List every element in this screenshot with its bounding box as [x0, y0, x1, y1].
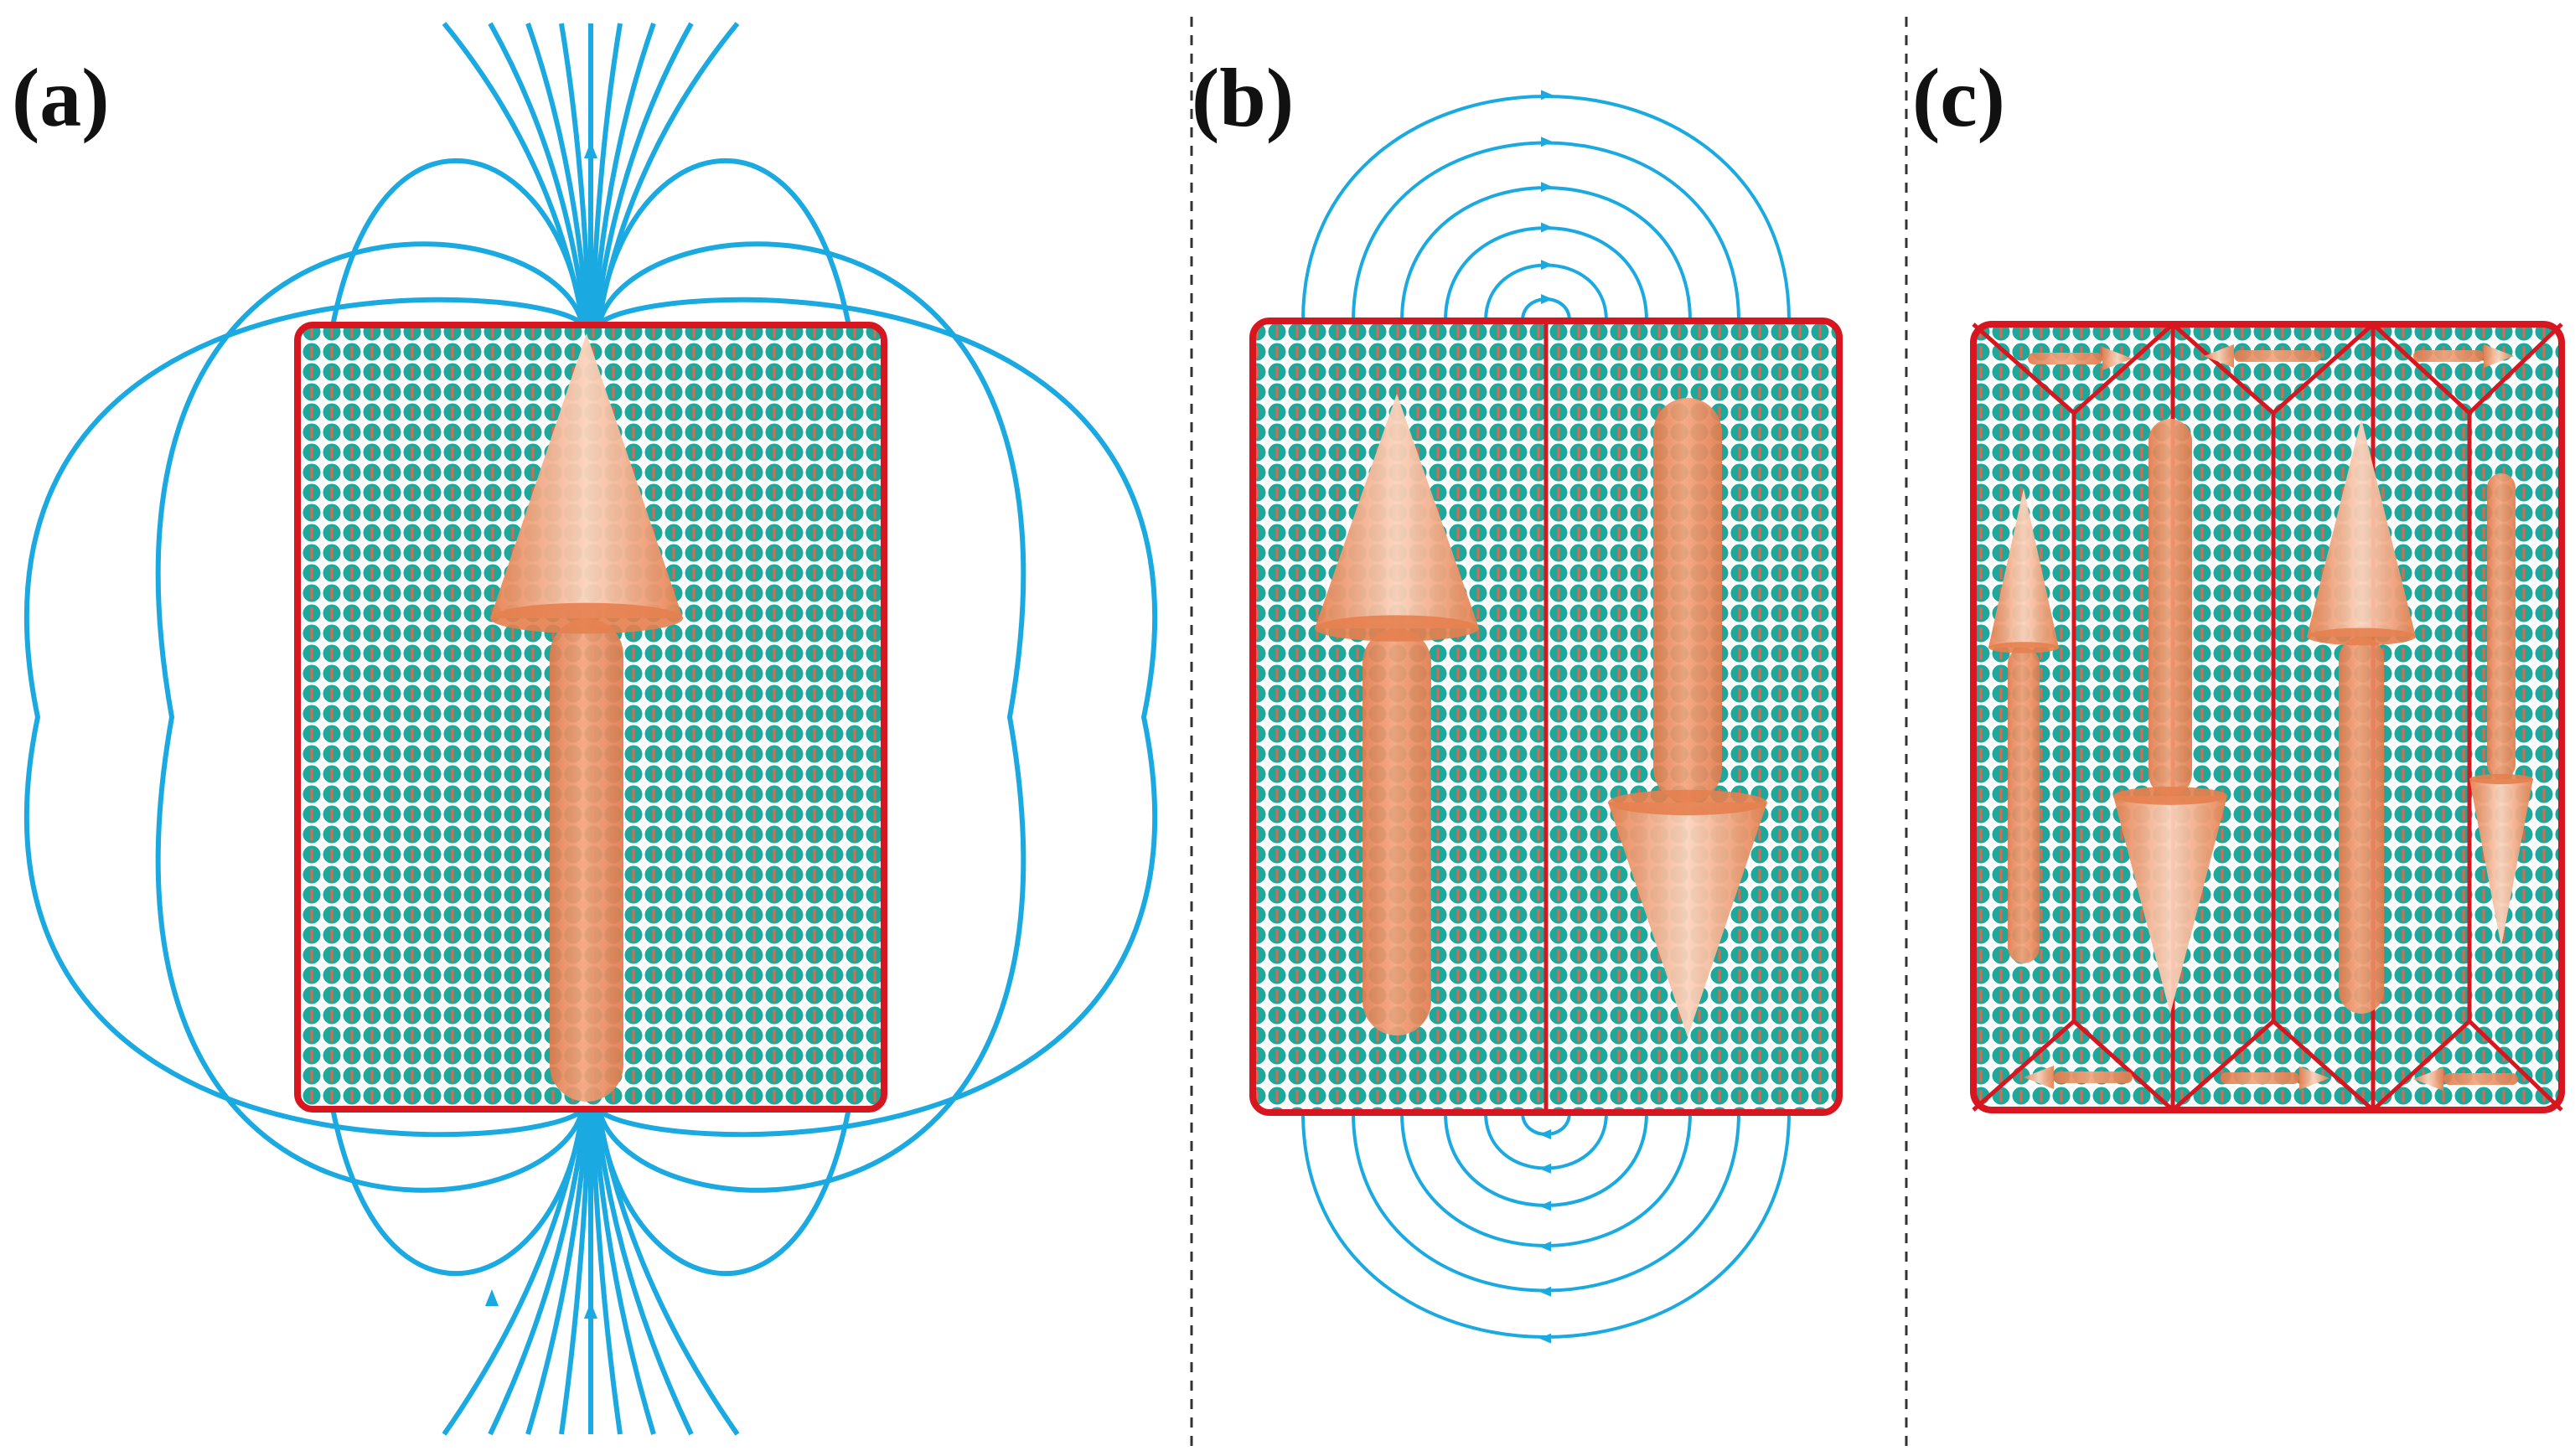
field-line-bottom	[525, 1108, 591, 1435]
field-arrowhead	[1541, 90, 1553, 101]
field-arc-top	[1301, 95, 1791, 322]
field-arc-top	[1444, 226, 1648, 322]
field-line-top	[591, 23, 656, 326]
closure-arrow-right	[2028, 347, 2133, 370]
field-line-bottom	[589, 1108, 623, 1435]
field-arc-bottom	[1301, 1112, 1791, 1339]
closure-arrow-left	[2024, 1066, 2133, 1089]
field-line-top	[488, 22, 588, 326]
moment-arrow-down	[1608, 398, 1767, 1037]
field-loop-left	[155, 241, 585, 1193]
moment-arrow-down	[2469, 473, 2533, 947]
field-arrowhead	[1541, 137, 1553, 147]
field-line-bottom	[559, 1108, 592, 1435]
field-arrowhead	[1539, 1241, 1551, 1252]
field-loop-right	[597, 297, 1158, 1138]
field-arrowhead	[1539, 1163, 1551, 1174]
panel-label-c: (c)	[1912, 51, 2005, 144]
closure-arrow-left	[2413, 1067, 2518, 1091]
field-line-top	[559, 23, 592, 326]
closure-arrow-right	[2413, 344, 2514, 368]
field-arrowhead	[1541, 260, 1553, 271]
field-line-top	[593, 22, 694, 326]
field-arc-top	[1352, 141, 1740, 322]
crystal-c	[1970, 321, 2565, 1113]
stray-field-lines-a	[23, 22, 1158, 1436]
field-arrowhead	[584, 142, 597, 158]
field-arc-bottom	[1484, 1112, 1608, 1170]
field-line-bottom	[595, 1108, 740, 1436]
field-line-bottom	[488, 1108, 588, 1436]
field-arc-bottom	[1352, 1112, 1740, 1293]
panel-b-two-domains	[1249, 90, 1843, 1344]
magnetization-arrows-a	[490, 333, 683, 1102]
field-line-top	[442, 22, 587, 326]
field-line-top	[595, 22, 740, 326]
closure-arrow-left	[2204, 344, 2321, 368]
field-loop-right	[597, 241, 1026, 1193]
field-loop-left	[23, 297, 585, 1138]
field-arrowhead	[1541, 222, 1553, 233]
panel-a-single-domain	[23, 22, 1158, 1436]
moment-arrow-up	[1988, 488, 2059, 963]
moment-arrow-up	[1315, 394, 1479, 1035]
field-arrowhead	[1541, 182, 1553, 193]
field-line-top	[525, 23, 591, 326]
moment-arrow-up	[490, 333, 683, 1102]
moment-arrow-up	[2307, 419, 2416, 1014]
field-arc-top	[1484, 263, 1608, 322]
panel-label-a: (a)	[12, 51, 110, 144]
panel-label-b: (b)	[1192, 51, 1294, 144]
field-arrowhead	[1539, 1333, 1551, 1344]
field-arrowhead	[584, 1302, 597, 1319]
field-arrowhead	[1539, 1200, 1551, 1211]
field-line-top	[589, 23, 623, 326]
field-arc-bottom	[1444, 1112, 1648, 1207]
field-line-bottom	[593, 1108, 694, 1436]
moment-arrow-down	[2113, 419, 2227, 1014]
field-arrowhead	[1539, 1129, 1551, 1140]
stray-field-lines-b	[1301, 90, 1791, 1344]
field-arrowhead	[485, 1289, 499, 1306]
field-line-bottom	[442, 1108, 587, 1436]
closure-arrow-right	[2221, 1066, 2329, 1090]
field-arrowhead	[1541, 293, 1553, 304]
field-line-bottom	[591, 1108, 656, 1435]
magnetization-arrows-c	[1988, 344, 2533, 1091]
field-arrowhead	[1539, 1286, 1551, 1297]
magnetization-arrows-b	[1315, 394, 1767, 1037]
panel-c-closure-domains	[1970, 321, 2565, 1113]
